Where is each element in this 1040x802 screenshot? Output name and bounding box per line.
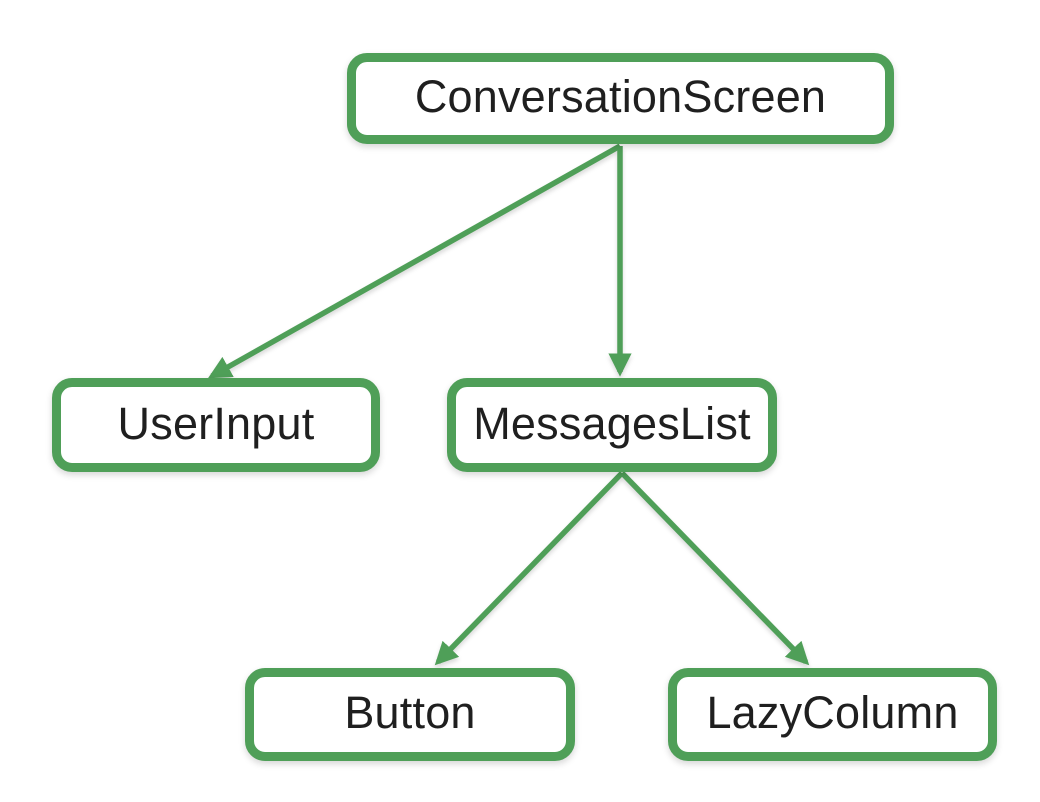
- edge-conversationscreen-userinput: [207, 143, 622, 379]
- node-lazy-column: LazyColumn: [668, 668, 997, 761]
- node-button: Button: [245, 668, 575, 761]
- node-label: UserInput: [117, 397, 315, 449]
- node-user-input: UserInput: [52, 378, 380, 472]
- edge-messageslist-lazycolumn: [620, 471, 810, 666]
- node-label: MessagesList: [473, 397, 751, 449]
- node-messages-list: MessagesList: [447, 378, 777, 472]
- node-label: ConversationScreen: [414, 71, 827, 122]
- edge-messageslist-button: [434, 471, 624, 666]
- node-label: Button: [344, 687, 476, 738]
- node-label: LazyColumn: [706, 687, 959, 738]
- node-conversation-screen: ConversationScreen: [347, 53, 894, 144]
